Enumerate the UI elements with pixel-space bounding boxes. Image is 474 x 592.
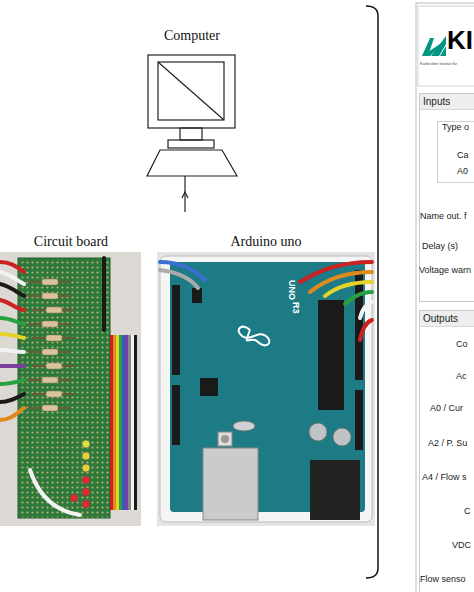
node-heading: Type o: [441, 122, 470, 132]
board-print: UNO: [286, 280, 296, 300]
institute-name: Karlsruher Institut für: [420, 62, 457, 66]
output-label: A2 / P. Su: [428, 439, 467, 449]
output-label: A4 / Flow s: [422, 473, 467, 483]
node-heading: Outputs: [420, 311, 474, 327]
circuit-board-photo: [0, 252, 141, 526]
field-label: Voltage warn: [419, 266, 471, 276]
output-label: Co: [456, 340, 468, 350]
node-heading: Computer: [140, 28, 244, 44]
circuit-board-node: Circuit board: [0, 234, 142, 526]
field-label: Delay (s): [422, 242, 458, 252]
node-heading: Arduino uno: [156, 234, 376, 250]
software-window: [416, 3, 474, 592]
output-label: Flow senso: [420, 575, 466, 585]
bracket: [366, 6, 378, 578]
node-heading: Inputs: [420, 94, 474, 110]
field-label: Name out. f: [420, 212, 467, 222]
radio-label: Ca: [457, 151, 469, 161]
board-print: R3: [290, 302, 300, 314]
computer-icon: [147, 55, 237, 212]
output-label: VDC: [452, 541, 471, 551]
node-heading: Circuit board: [0, 234, 142, 250]
logo-text: KI: [447, 26, 473, 55]
output-label: Ac: [456, 372, 467, 382]
output-label: C: [464, 507, 471, 517]
radio-label: A0: [457, 167, 468, 177]
output-label: A0 / Cur: [430, 404, 463, 414]
computer-node: Computer: [140, 28, 244, 180]
arduino-photo: [157, 252, 375, 526]
arduino-node: Arduino uno: [156, 234, 376, 526]
